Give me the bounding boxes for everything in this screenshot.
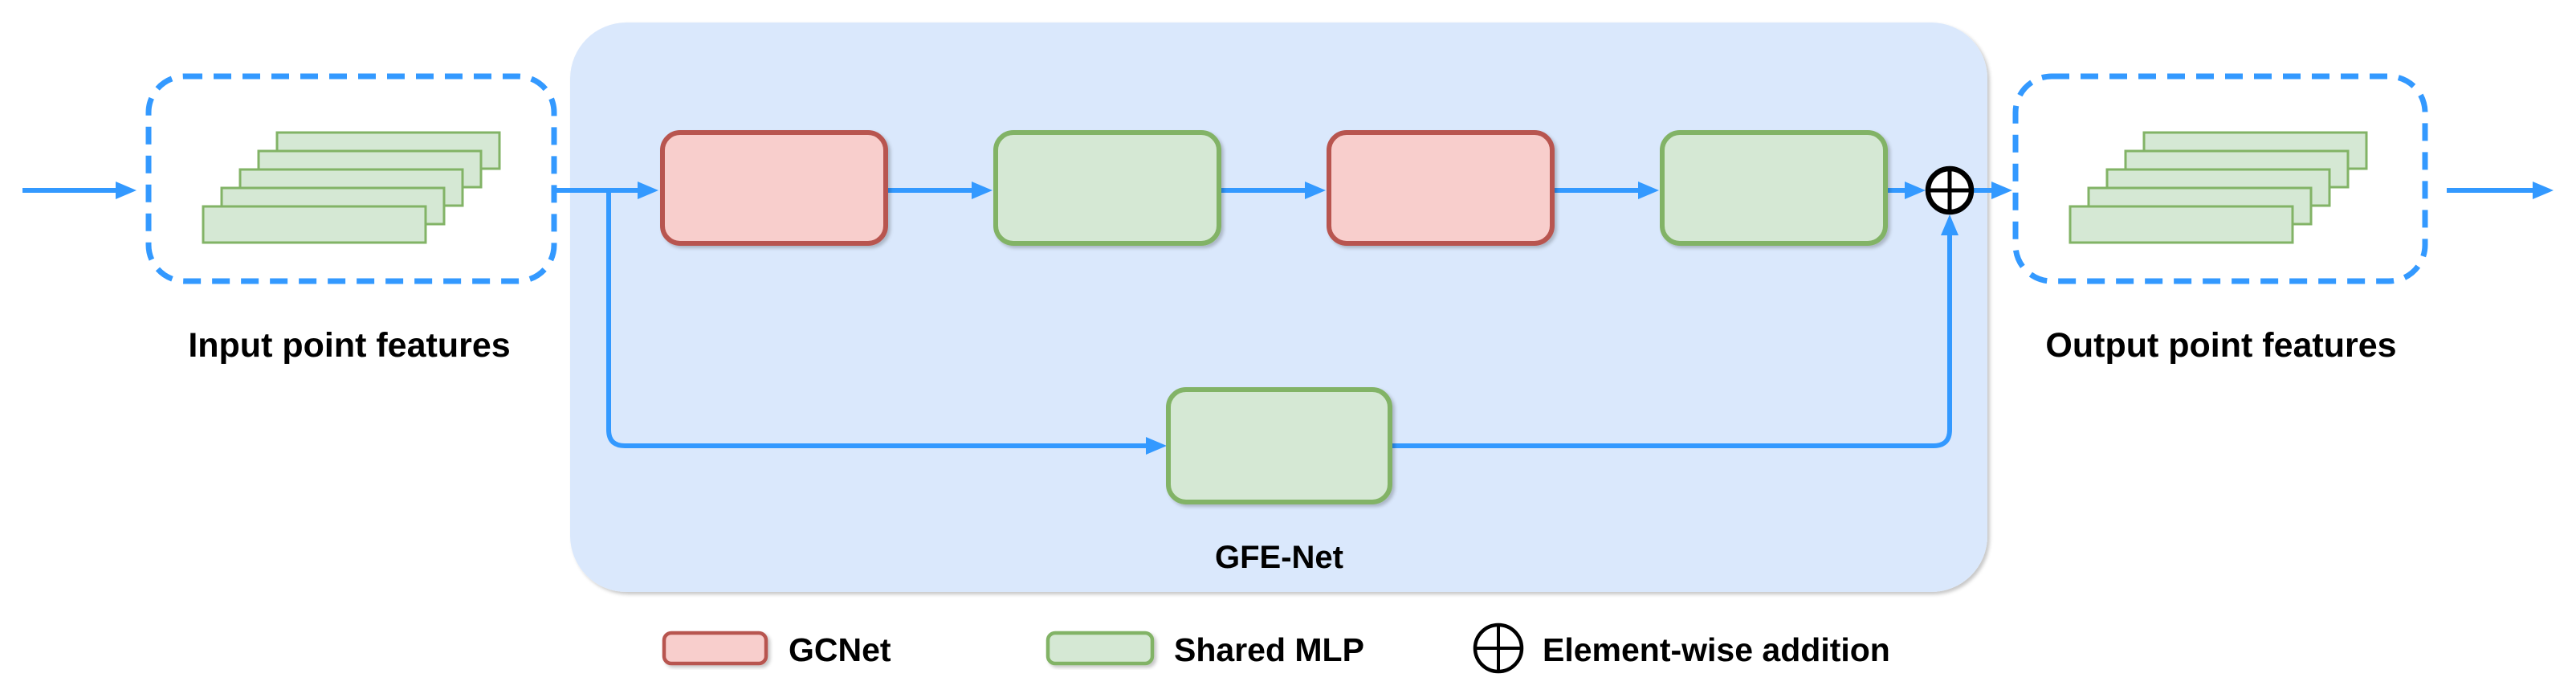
connectors <box>22 182 2554 455</box>
legend-shared-mlp-swatch <box>1045 631 1155 666</box>
main-branch <box>660 130 1888 504</box>
legend-addition-symbol <box>1473 623 1524 674</box>
legend-gcnet-label: GCNet <box>789 631 891 668</box>
legend: GCNet Shared MLP Element-wise addition <box>662 623 1890 674</box>
output-features-label: Output point features <box>2045 326 2396 365</box>
shared-mlp-block-1 <box>993 130 1221 246</box>
shared-mlp-block-2 <box>1660 130 1888 246</box>
shared-mlp-skip-block <box>1166 387 1392 504</box>
gcnet-block-2 <box>1327 130 1555 246</box>
output-feature-stack <box>2069 131 2368 244</box>
element-wise-addition-operator <box>1925 165 1975 215</box>
gcnet-block-1 <box>660 130 888 246</box>
input-feature-stack <box>202 131 501 244</box>
skip-connection-left <box>606 190 1167 455</box>
legend-shared-mlp-label: Shared MLP <box>1174 631 1364 668</box>
input-features-label: Input point features <box>188 326 510 365</box>
gfe-net-panel <box>570 22 1987 592</box>
legend-addition-label: Element-wise addition <box>1543 631 1890 668</box>
panel-title: GFE-Net <box>1215 540 1343 575</box>
skip-connection-right <box>1389 214 1958 448</box>
feature-layer <box>202 205 427 244</box>
legend-gcnet-swatch <box>662 631 768 666</box>
output-features-dashed-box <box>2012 73 2428 284</box>
feature-layer <box>2069 205 2294 244</box>
